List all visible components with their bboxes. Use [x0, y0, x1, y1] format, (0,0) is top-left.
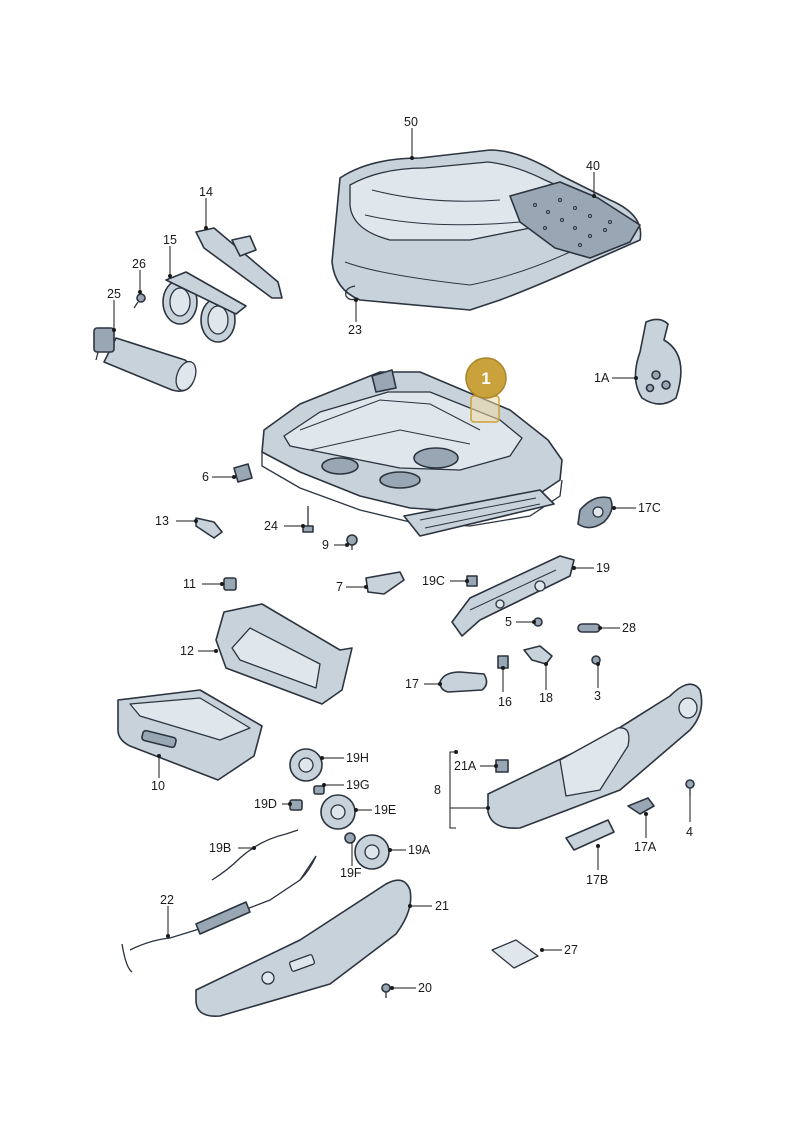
callout-13: 13: [155, 514, 169, 528]
callout-17B: 17B: [586, 873, 608, 887]
callout-22: 22: [160, 893, 174, 907]
part-17B-switch-trim[interactable]: [565, 819, 615, 851]
callout-28: 28: [622, 621, 636, 635]
callout-19B: 19B: [209, 841, 231, 855]
callout-24: 24: [264, 519, 278, 533]
part-27-pad[interactable]: [491, 939, 539, 969]
part-19D-connector[interactable]: [289, 799, 303, 811]
callout-50: 50: [404, 115, 418, 129]
callout-6: 6: [202, 470, 209, 484]
part-17-handle[interactable]: [439, 671, 488, 693]
callout-26: 26: [132, 257, 146, 271]
callout-19C: 19C: [422, 574, 445, 588]
callout-27: 27: [564, 943, 578, 957]
callout-18: 18: [539, 691, 553, 705]
part-21-outer-trim[interactable]: [195, 879, 412, 1017]
part-6-connector[interactable]: [233, 463, 253, 483]
callout-20: 20: [418, 981, 432, 995]
part-13-cover[interactable]: [195, 517, 223, 539]
callout-3: 3: [594, 689, 601, 703]
part-10-storage-drawer[interactable]: [117, 689, 263, 781]
callout-25: 25: [107, 287, 121, 301]
part-8-side-panel[interactable]: [487, 683, 703, 829]
part-19H-motor[interactable]: [289, 748, 323, 782]
part-23-clip[interactable]: [345, 285, 359, 301]
part-28-spring[interactable]: [577, 623, 601, 633]
leader-lines: [112, 128, 691, 990]
callout-21: 21: [435, 899, 449, 913]
callout-40: 40: [586, 159, 600, 173]
part-18-lever[interactable]: [523, 645, 553, 665]
highlight-marker[interactable]: 1: [465, 357, 507, 423]
callout-19E: 19E: [374, 803, 396, 817]
callout-5: 5: [505, 615, 512, 629]
part-19G-cover[interactable]: [313, 785, 325, 795]
highlight-label: 1: [481, 369, 490, 388]
part-1A-parts-bag[interactable]: [634, 318, 682, 405]
part-22-wiring-harness[interactable]: [121, 855, 317, 973]
part-19F-clip[interactable]: [344, 832, 356, 844]
part-17A-switch-cap[interactable]: [627, 797, 655, 815]
callout-16: 16: [498, 695, 512, 709]
part-20-screw[interactable]: [381, 983, 391, 998]
callout-14: 14: [199, 185, 213, 199]
part-19B-cable[interactable]: [211, 829, 299, 881]
callout-19F: 19F: [340, 866, 362, 880]
callout-10: 10: [151, 779, 165, 793]
callout-23: 23: [348, 323, 362, 337]
part-25-gas-generator[interactable]: [93, 327, 200, 393]
callout-19: 19: [596, 561, 610, 575]
callout-7: 7: [336, 580, 343, 594]
part-40-cushion-mat[interactable]: [509, 181, 641, 259]
part-19E-motor[interactable]: [320, 794, 356, 830]
part-19-seat-adjuster[interactable]: [451, 555, 575, 637]
callout-9: 9: [322, 538, 329, 552]
seat-frame[interactable]: [261, 369, 563, 537]
part-15-clamp-holder[interactable]: [162, 271, 247, 343]
part-7-trim[interactable]: [365, 571, 405, 595]
part-17C-knob[interactable]: [577, 496, 613, 529]
part-19A-motor[interactable]: [354, 834, 390, 870]
part-14-bracket[interactable]: [195, 227, 283, 299]
callout-4: 4: [686, 825, 693, 839]
callout-17: 17: [405, 677, 419, 691]
callout-labels: 50 40 14 15 26 25 23 1A 6 17C 13 24 9 11…: [107, 115, 693, 995]
callout-15: 15: [163, 233, 177, 247]
callout-11: 11: [183, 577, 196, 591]
callout-1A: 1A: [594, 371, 610, 385]
callout-19A: 19A: [408, 843, 431, 857]
part-26-screw[interactable]: [133, 293, 146, 309]
part-9-screw[interactable]: [346, 534, 358, 550]
callout-8: 8: [434, 783, 441, 797]
part-12-tray-frame[interactable]: [215, 603, 353, 705]
callout-21A: 21A: [454, 759, 477, 773]
callout-17A: 17A: [634, 840, 657, 854]
callout-19D: 19D: [254, 797, 277, 811]
callout-19G: 19G: [346, 778, 370, 792]
part-24-bolt[interactable]: [302, 506, 314, 533]
callout-19H: 19H: [346, 751, 369, 765]
callout-12: 12: [180, 644, 194, 658]
part-4-screw[interactable]: [685, 779, 695, 796]
part-11-clip[interactable]: [223, 577, 237, 591]
callout-17C: 17C: [638, 501, 661, 515]
